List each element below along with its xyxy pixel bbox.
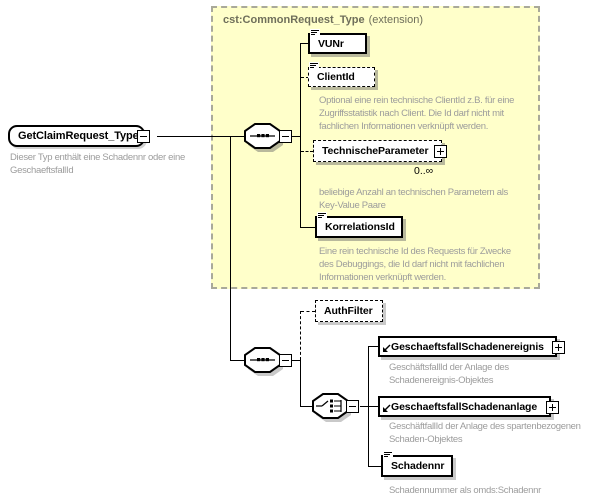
annotation: GeschäftfallId der Anlage des spartenbez… bbox=[389, 421, 581, 445]
connector bbox=[292, 136, 301, 137]
connector bbox=[301, 43, 309, 44]
connector-optional bbox=[301, 77, 309, 78]
element-label: GeschaeftsfallSchadenanlage bbox=[391, 400, 538, 413]
connector bbox=[300, 360, 301, 407]
element-clientid[interactable]: ClientId bbox=[308, 62, 375, 87]
connector bbox=[230, 360, 247, 361]
annotation: GeschäftsfallId der Anlage des Schadener… bbox=[389, 362, 509, 386]
choice-icon bbox=[316, 399, 342, 413]
element-geschaeftsfallschadenereignis[interactable]: GeschaeftsfallSchadenereignis bbox=[378, 336, 565, 357]
extension-type-name: cst:CommonRequest_Type bbox=[223, 14, 365, 26]
annotation: beliebige Anzahl an technischen Paramete… bbox=[319, 187, 508, 211]
element-geschaeftsfallschadenanlage[interactable]: GeschaeftsfallSchadenanlage bbox=[378, 396, 559, 417]
expand-button[interactable] bbox=[434, 145, 447, 158]
element-schadennr[interactable]: Schadennr bbox=[381, 451, 453, 477]
connector-optional bbox=[301, 311, 315, 312]
arrow-reference-icon bbox=[383, 344, 391, 352]
connector-optional bbox=[301, 151, 313, 152]
element-getclaimrequest-type[interactable]: GetClaimRequest_Type bbox=[8, 125, 150, 147]
collapse-button[interactable] bbox=[346, 400, 359, 413]
connector bbox=[369, 346, 378, 347]
expand-button[interactable] bbox=[546, 401, 559, 414]
occurrence-label: 0..∞ bbox=[414, 165, 434, 177]
element-authfilter[interactable]: AuthFilter bbox=[315, 300, 383, 322]
connector bbox=[369, 466, 381, 467]
extension-title: cst:CommonRequest_Type(extension) bbox=[223, 14, 423, 26]
extension-kind: (extension) bbox=[368, 14, 424, 26]
text-lines-icon bbox=[317, 212, 327, 220]
sequence-compositor[interactable] bbox=[244, 347, 285, 378]
element-label: GeschaeftsfallSchadenereignis bbox=[391, 340, 544, 353]
element-label: TechnischeParameter bbox=[322, 145, 429, 157]
sequence-compositor[interactable] bbox=[244, 123, 285, 154]
choice-compositor[interactable] bbox=[312, 393, 353, 424]
collapse-button[interactable] bbox=[279, 130, 292, 143]
connector bbox=[301, 406, 313, 407]
annotation: Optional eine rein technische ClientId z… bbox=[319, 95, 515, 132]
element-label: GetClaimRequest_Type bbox=[18, 130, 139, 142]
connector bbox=[301, 227, 315, 228]
annotation: Schadennummer als omds:Schadennr bbox=[389, 485, 541, 496]
connector bbox=[369, 406, 378, 407]
annotation: Dieser Typ enthält eine Schadennr oder e… bbox=[10, 152, 185, 176]
connector bbox=[368, 346, 369, 467]
element-korrelationsid[interactable]: KorrelationsId bbox=[315, 212, 403, 238]
expand-button[interactable] bbox=[552, 341, 565, 354]
element-label: ClientId bbox=[317, 71, 355, 83]
collapse-button[interactable] bbox=[137, 130, 150, 143]
connector bbox=[360, 406, 368, 407]
element-label: Schadennr bbox=[391, 460, 445, 472]
text-lines-icon bbox=[309, 62, 319, 70]
collapse-button[interactable] bbox=[279, 354, 292, 367]
arrow-reference-icon bbox=[383, 404, 391, 412]
connector bbox=[292, 360, 300, 361]
text-lines-icon bbox=[383, 451, 393, 459]
text-lines-icon bbox=[310, 29, 320, 37]
connector bbox=[230, 136, 231, 361]
element-label: KorrelationsId bbox=[325, 221, 395, 233]
sequence-icon bbox=[250, 358, 275, 362]
connector bbox=[157, 136, 247, 137]
sequence-icon bbox=[250, 134, 275, 138]
element-vunr[interactable]: VUNr bbox=[308, 29, 367, 54]
connector-optional bbox=[300, 311, 301, 360]
annotation: Eine rein technische Id des Requests für… bbox=[319, 246, 511, 283]
element-label: AuthFilter bbox=[324, 305, 373, 317]
connector bbox=[300, 43, 301, 228]
element-technischeparameter[interactable]: TechnischeParameter bbox=[313, 140, 447, 164]
element-label: VUNr bbox=[318, 37, 344, 50]
